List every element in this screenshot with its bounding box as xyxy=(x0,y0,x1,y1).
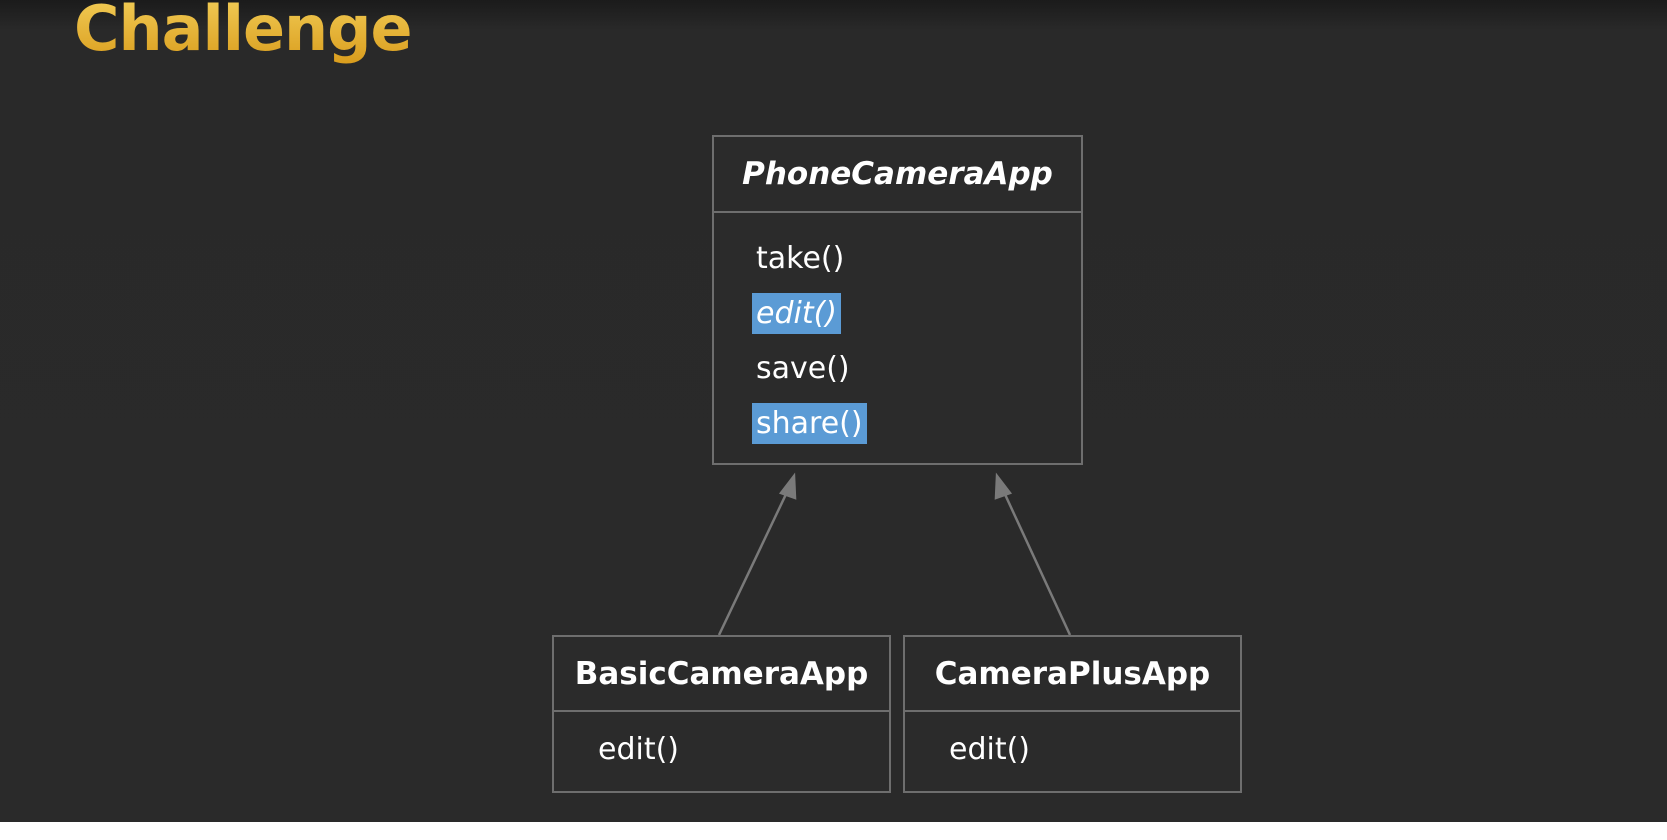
method-list: edit() xyxy=(554,712,889,777)
slide: Challenge PhoneCameraApp take() edit() s… xyxy=(0,0,1667,822)
class-name: CameraPlusApp xyxy=(905,637,1240,712)
method-edit-highlighted: edit() xyxy=(752,286,1081,341)
class-basic-camera-app: BasicCameraApp edit() xyxy=(552,635,891,793)
class-name: PhoneCameraApp xyxy=(714,137,1081,213)
method-edit: edit() xyxy=(598,732,680,767)
method-list: edit() xyxy=(905,712,1240,777)
arrowhead-plus xyxy=(994,472,1013,500)
slide-title: Challenge xyxy=(74,0,413,65)
method-edit: edit() xyxy=(949,732,1031,767)
arrowhead-basic xyxy=(778,472,797,500)
class-phone-camera-app: PhoneCameraApp take() edit() save() shar… xyxy=(712,135,1083,465)
arrow-plus-to-phone xyxy=(1001,489,1072,636)
method-share-highlighted: share() xyxy=(752,396,1081,451)
method-save: save() xyxy=(756,351,850,386)
method-list: take() edit() save() share() xyxy=(714,213,1081,451)
inheritance-arrows xyxy=(717,472,1072,636)
class-camera-plus-app: CameraPlusApp edit() xyxy=(903,635,1242,793)
class-name: BasicCameraApp xyxy=(554,637,889,712)
method-take: take() xyxy=(756,241,845,276)
arrow-basic-to-phone xyxy=(717,489,790,636)
